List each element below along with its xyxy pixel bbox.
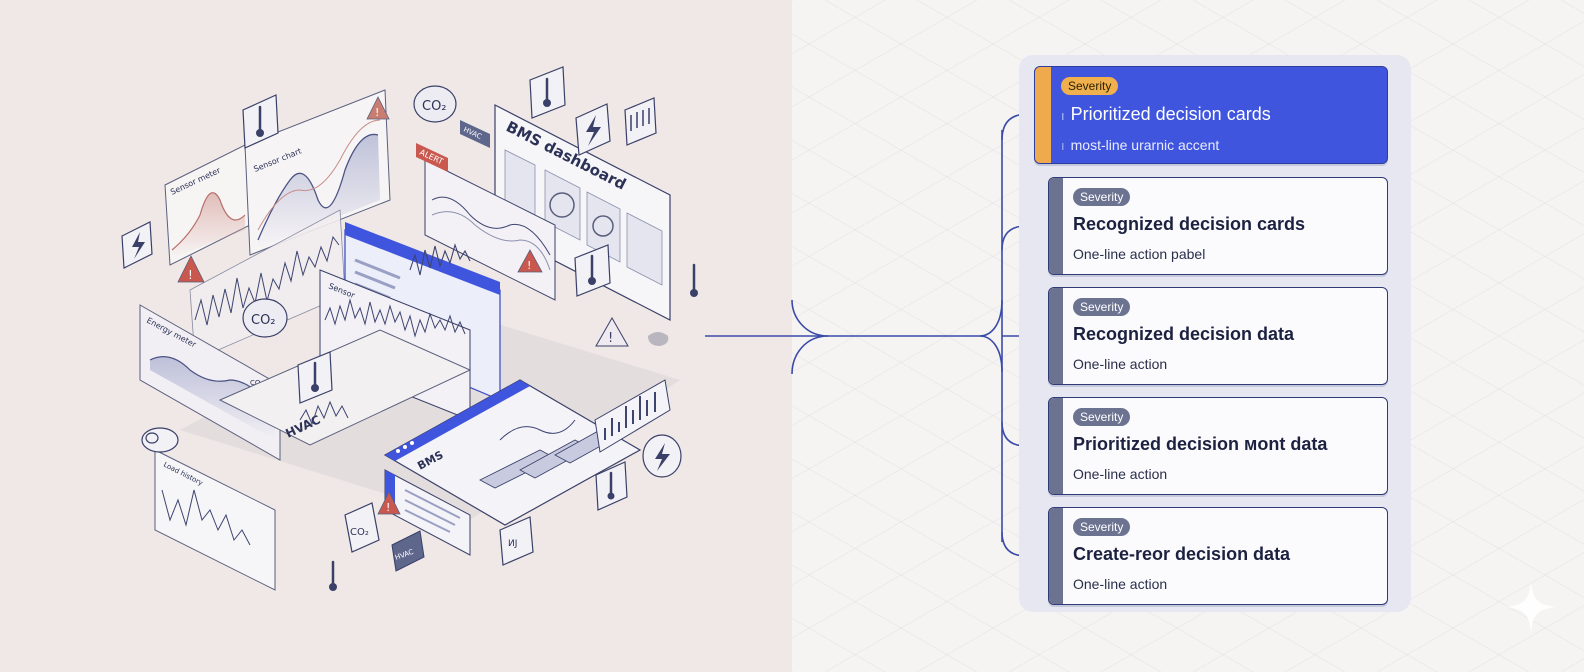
card-subtitle: One-line action pabel (1073, 246, 1206, 262)
warning-icon: ! (366, 96, 390, 120)
thermometer-icon (242, 94, 279, 149)
card-title: Recognized decision cards (1073, 214, 1306, 234)
sensor-block-icon: ИЈ (499, 516, 534, 566)
energy-meter-panel: Energy meter CO₂ (139, 304, 281, 461)
hvac-tag: HVAC (460, 120, 490, 148)
svg-text:!: ! (608, 331, 613, 346)
lightning-icon (575, 103, 611, 156)
severity-badge: Severity (1073, 188, 1131, 206)
sparkle-icon (1506, 582, 1556, 632)
lightning-icon (642, 434, 682, 478)
sensor-meter-panel: Sensor meter (164, 144, 251, 266)
decision-card-4[interactable]: Severity Prioritized decision мont data … (1048, 397, 1388, 495)
fanout-curve-top (979, 299, 1003, 337)
thermometer-icon (329, 560, 337, 591)
energy-co2-label: CO₂ (250, 379, 263, 387)
severity-badge: Severity (1073, 518, 1131, 536)
fanout-curve-bottom (979, 335, 1003, 373)
flow-bracket (791, 299, 829, 375)
co2-bubble-top: CO₂ (413, 85, 457, 123)
floor-shadow (180, 300, 680, 520)
card-subtitle: One-line action (1073, 576, 1168, 592)
bar-chart-block (594, 379, 671, 453)
severity-badge: Severity (1073, 408, 1131, 426)
sensor-puck (141, 427, 179, 453)
card-accent (1049, 398, 1063, 494)
svg-text:CO₂: CO₂ (251, 313, 276, 328)
card-title: Recognized decision data (1073, 324, 1295, 344)
card-title: Prioritized decision мont data (1073, 434, 1328, 454)
thermometer-icon (297, 351, 333, 404)
thermometer-icon (690, 263, 698, 297)
card-accent (1049, 508, 1063, 604)
svg-text:!: ! (386, 501, 390, 514)
card-accent (1049, 288, 1063, 384)
bms-isometric-illustration: Sensor meter Sensor chart BMS dashboard (121, 66, 698, 591)
warning-icon: ! (177, 255, 205, 283)
hvac-badge: HVAC (391, 530, 425, 572)
svg-text:CO₂: CO₂ (350, 527, 369, 538)
card-subtitle: most-line urarnic accent (1061, 137, 1220, 153)
severity-badge: Severity (1061, 77, 1119, 95)
sensor-chart-panel: Sensor chart (244, 89, 391, 256)
co2-cube: CO₂ (344, 502, 380, 553)
decision-card-3[interactable]: Severity Recognized decision data One-li… (1048, 287, 1388, 385)
card-subtitle: One-line action (1073, 356, 1168, 372)
card-subtitle: One-line action (1073, 466, 1168, 482)
warning-icon: ! (595, 316, 629, 347)
thermometer-icon (529, 66, 566, 119)
card-title: Create-reor decision data (1073, 544, 1291, 564)
decision-card-1[interactable]: Severity Prioritized decision cards most… (1034, 66, 1388, 164)
card-title: Prioritized decision cards (1061, 104, 1271, 125)
co2-bubble-mid: CO₂ (242, 298, 288, 338)
svg-text:ИЈ: ИЈ (508, 539, 517, 549)
thermometer-icon (595, 461, 628, 511)
decision-card-2[interactable]: Severity Recognized decision cards One-l… (1048, 177, 1388, 275)
load-history-panel: Load history (154, 449, 276, 591)
severity-badge: Severity (1073, 298, 1131, 316)
svg-text:!: ! (527, 259, 531, 272)
svg-text:CO₂: CO₂ (422, 99, 447, 114)
card-accent (1049, 178, 1063, 274)
lightning-icon (121, 221, 153, 269)
warning-icon: ! (377, 491, 401, 515)
sensor-blob (648, 332, 669, 346)
svg-text:!: ! (188, 268, 193, 282)
bms-window: BMS (383, 379, 642, 526)
svg-text:!: ! (375, 106, 379, 119)
sensor-block-icon (624, 97, 657, 146)
bms-dashboard-panel: BMS dashboard (494, 104, 671, 321)
thermometer-icon (574, 244, 611, 297)
warning-icon: ! (517, 249, 543, 273)
card-accent (1035, 67, 1051, 163)
decision-card-5[interactable]: Severity Create-reor decision data One-l… (1048, 507, 1388, 605)
